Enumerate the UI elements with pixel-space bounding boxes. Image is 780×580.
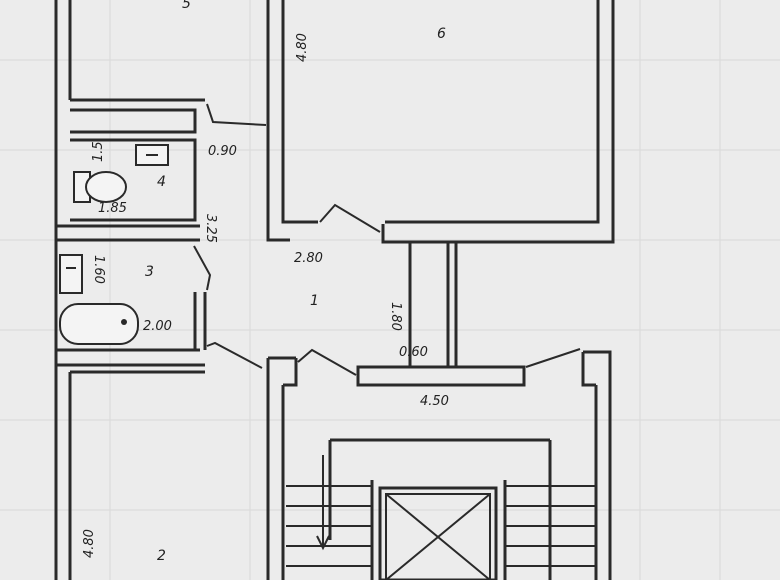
room-1-label: 1 (310, 293, 319, 309)
room-labels: 5 6 4 3 1 2 (145, 0, 446, 564)
fixtures (59, 144, 169, 345)
dim-wall-060: 0.60 (399, 345, 428, 360)
walls (54, 0, 615, 580)
room-6-label: 6 (437, 26, 446, 42)
dimension-labels: 4.80 0.90 1.5 1.85 3.25 2.80 1.60 2.00 1… (82, 33, 449, 558)
dim-room4-partial: 1.5 (91, 141, 106, 162)
dim-bath-160: 1.60 (91, 255, 106, 284)
dim-room6-height: 4.80 (295, 33, 310, 62)
room-4-label: 4 (157, 174, 166, 190)
room-3-label: 3 (145, 264, 154, 280)
elevator-shaft (378, 486, 498, 580)
dim-door-090: 0.90 (208, 144, 237, 159)
dim-room4-width: 1.85 (98, 201, 127, 216)
washbasin-icon (59, 254, 83, 294)
stairwell (286, 438, 596, 580)
dim-corridor-180: 1.80 (388, 302, 403, 331)
dim-stair-450: 4.50 (420, 394, 449, 409)
bathtub-icon (59, 303, 139, 345)
dim-bath-200: 2.00 (143, 319, 172, 334)
doors (193, 103, 581, 376)
room-5-label: 5 (182, 0, 191, 12)
dim-corridor-325: 3.25 (203, 214, 218, 243)
dim-corridor-280: 2.80 (294, 251, 323, 266)
dim-room2-height: 4.80 (82, 529, 97, 558)
room-2-label: 2 (157, 548, 166, 564)
toilet-icon (85, 171, 127, 203)
